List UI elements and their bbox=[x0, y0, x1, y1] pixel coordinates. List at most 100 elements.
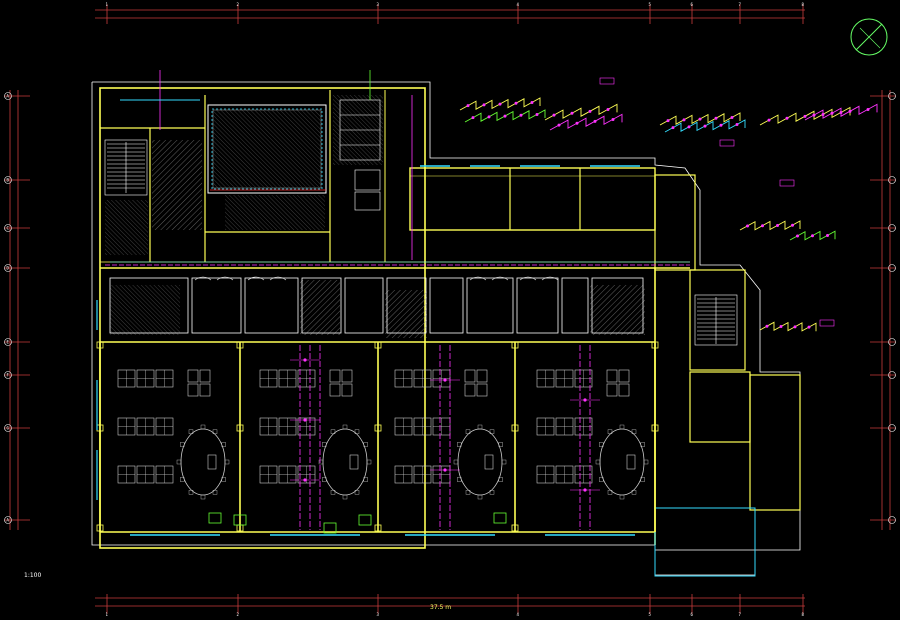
grid-bubble-left bbox=[4, 424, 12, 432]
chair bbox=[363, 442, 368, 447]
riser-node bbox=[606, 107, 610, 111]
riser-node bbox=[514, 101, 518, 105]
grid-label-top: 6 bbox=[691, 2, 694, 7]
north-arrow-icon bbox=[850, 18, 888, 56]
desk bbox=[187, 369, 199, 383]
grid-bubble-left bbox=[4, 371, 12, 379]
pipe-node bbox=[443, 378, 447, 382]
teacher-desk bbox=[626, 454, 636, 470]
grid-label-left: C bbox=[7, 226, 10, 231]
grid-label-top: 1 bbox=[106, 2, 109, 7]
chair bbox=[363, 477, 368, 482]
stair-left bbox=[104, 139, 148, 196]
chair bbox=[599, 442, 604, 447]
chair bbox=[176, 459, 182, 465]
toilet-stalls bbox=[339, 99, 381, 211]
riser-node bbox=[791, 223, 794, 227]
chair bbox=[180, 477, 185, 482]
desk bbox=[476, 369, 488, 383]
grid-frame bbox=[4, 4, 896, 614]
grid-bubble-right bbox=[888, 424, 896, 432]
chair bbox=[188, 429, 194, 434]
pipe-runs bbox=[105, 70, 690, 534]
chair bbox=[465, 490, 471, 495]
chair bbox=[607, 429, 613, 434]
door-swing bbox=[247, 276, 287, 281]
chair bbox=[465, 429, 471, 434]
grid-bubble-right bbox=[888, 92, 896, 100]
chair bbox=[224, 459, 230, 465]
pipe-node bbox=[583, 398, 587, 402]
chair bbox=[619, 424, 625, 430]
grid-bubble-left bbox=[4, 224, 12, 232]
stair-right bbox=[694, 294, 738, 346]
chair bbox=[200, 424, 206, 430]
fixture bbox=[233, 514, 247, 526]
door-swing bbox=[469, 276, 509, 281]
chair bbox=[330, 490, 336, 495]
grid-bubble-left bbox=[4, 338, 12, 346]
grid-bubble-left bbox=[4, 264, 12, 272]
door-swing bbox=[519, 276, 559, 281]
desk bbox=[329, 369, 341, 383]
column bbox=[511, 424, 519, 432]
grid-bubble-right bbox=[888, 516, 896, 524]
riser-node bbox=[826, 233, 829, 237]
riser-diagrams bbox=[459, 77, 878, 332]
door-swing bbox=[194, 276, 234, 281]
desk bbox=[606, 369, 618, 383]
pipe-node bbox=[443, 468, 447, 472]
desk bbox=[476, 383, 488, 397]
central-hall bbox=[207, 104, 327, 194]
grid-label-left: A bbox=[7, 518, 10, 523]
grid-label-bottom: 5 bbox=[649, 612, 652, 617]
riser-node bbox=[593, 119, 597, 123]
grid-label-left: G bbox=[7, 426, 10, 431]
chair bbox=[322, 442, 327, 447]
grid-label-left: F bbox=[7, 373, 10, 378]
column bbox=[374, 341, 382, 349]
column bbox=[511, 524, 519, 532]
riser-line bbox=[464, 109, 546, 123]
riser-node bbox=[776, 223, 779, 227]
chair bbox=[640, 442, 645, 447]
chair bbox=[489, 429, 495, 434]
pipe-node bbox=[303, 358, 307, 362]
column bbox=[96, 341, 104, 349]
chair bbox=[489, 490, 495, 495]
riser-line bbox=[659, 112, 741, 126]
chair bbox=[631, 429, 637, 434]
fixture bbox=[358, 514, 372, 526]
riser-node bbox=[779, 325, 783, 329]
chair bbox=[200, 494, 206, 500]
column bbox=[236, 341, 244, 349]
grid-label-bottom: 7 bbox=[739, 612, 742, 617]
grid-label-bottom: 6 bbox=[691, 612, 694, 617]
hatched-zones bbox=[105, 95, 645, 338]
chair bbox=[631, 490, 637, 495]
teacher-desk bbox=[207, 454, 217, 470]
chair bbox=[477, 494, 483, 500]
riser-node bbox=[530, 100, 534, 104]
chair bbox=[453, 459, 459, 465]
chair bbox=[599, 477, 604, 482]
riser-node bbox=[765, 324, 769, 328]
grid-label-left: B bbox=[7, 178, 10, 183]
grid-label-top: 4 bbox=[517, 2, 520, 7]
grid-label-bottom: 3 bbox=[377, 612, 380, 617]
riser-node bbox=[487, 115, 491, 119]
riser-valve bbox=[719, 139, 735, 147]
desk bbox=[606, 383, 618, 397]
desk bbox=[199, 369, 211, 383]
chair bbox=[212, 429, 218, 434]
chair bbox=[188, 490, 194, 495]
chair bbox=[640, 477, 645, 482]
riser-line bbox=[759, 321, 817, 332]
small-room bbox=[244, 277, 299, 334]
chair bbox=[457, 477, 462, 482]
chair bbox=[212, 490, 218, 495]
grid-bubble-left bbox=[4, 176, 12, 184]
column bbox=[651, 341, 659, 349]
riser-node bbox=[611, 117, 615, 121]
riser-node bbox=[719, 123, 723, 127]
